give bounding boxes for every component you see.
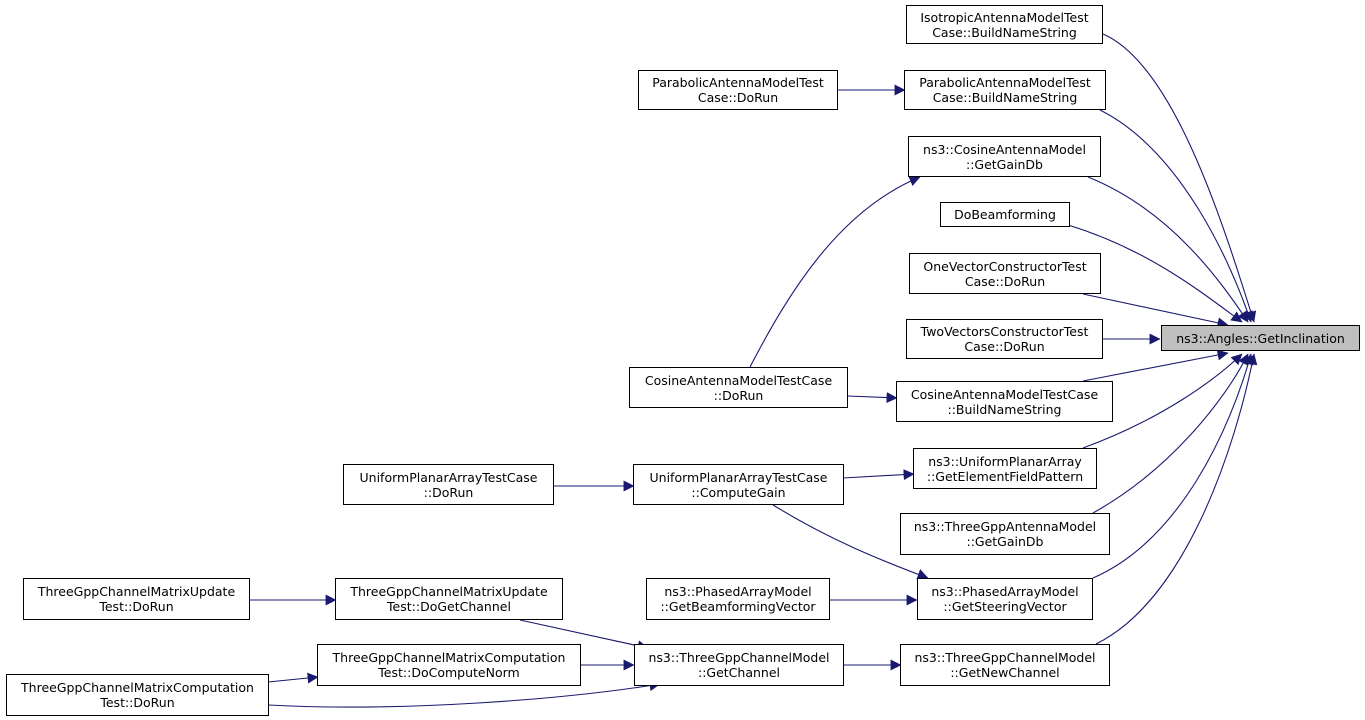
edge-cos-run-to-cos-build [847,392,898,404]
node-label-line: ::GetElementFieldPattern [926,468,1084,484]
edge-onevec-to-root [1082,293,1229,329]
node-upa-field[interactable]: ns3::UniformPlanarArray::GetElementField… [913,448,1097,489]
node-label-line: ThreeGppChannelMatrixComputation [332,650,566,665]
node-label-line: Test::DoRun [99,599,174,614]
node-cos-gain[interactable]: ns3::CosineAntennaModel::GetGainDb [908,136,1101,177]
node-chm-getch[interactable]: ns3::ThreeGppChannelModel::GetChannel [634,644,844,686]
edge-upa-compute-to-upa-field [842,469,915,481]
edge-chm-upd-get-to-chm-getch [519,619,649,652]
node-label-line: ns3::PhasedArrayModel [931,584,1079,599]
node-label-line: TwoVectorsConstructorTest [920,324,1089,339]
node-root: ns3::Angles::GetInclination [1161,325,1360,351]
node-cos-build[interactable]: CosineAntennaModelTestCase::BuildNameStr… [896,381,1113,422]
node-label-line: ::ComputeGain [691,484,786,500]
node-label-line: ns3::UniformPlanarArray [928,453,1082,469]
node-label-line: ::GetChannel [697,665,781,680]
node-pam-steer[interactable]: ns3::PhasedArrayModel::GetSteeringVector [917,578,1093,620]
node-chm-newch[interactable]: ns3::ThreeGppChannelModel::GetNewChannel [900,644,1110,686]
edge-upa-field-to-root [1082,353,1243,449]
node-label-line: ns3::PhasedArrayModel [664,584,812,599]
edge-chm-newch-to-root [1095,353,1258,645]
node-label-line: UniformPlanarArrayTestCase [649,469,828,485]
node-label-line: ThreeGppChannelMatrixUpdate [350,584,548,599]
node-upa-compute[interactable]: UniformPlanarArrayTestCase::ComputeGain [633,464,844,505]
edge-chm-comp-run-to-chm-getch [267,680,661,708]
edge-pam-steer-to-root [1092,353,1254,579]
node-label-line: Case::BuildNameString [932,24,1077,40]
edge-iso-build-to-root [1102,33,1257,323]
node-label-line: ns3::Angles::GetInclination [1176,330,1345,346]
node-label-line: Case::DoRun [697,90,779,105]
node-label-line: Case::DoRun [964,273,1046,289]
edge-cos-build-to-root [1082,349,1229,382]
node-label-line: ::BuildNameString [947,401,1062,417]
edge-upa-compute-to-pam-steer [772,504,929,580]
node-label-line: ::GetGainDb [965,156,1043,172]
node-label-line: Test::DoRun [100,695,175,710]
node-label-line: ::GetSteeringVector [943,599,1067,614]
node-label-line: ::GetGainDb [966,534,1044,549]
node-label-line: IsotropicAntennaModelTest [920,9,1089,25]
node-label-line: ns3::ThreeGppChannelModel [648,650,830,665]
node-dobeam[interactable]: DoBeamforming [940,202,1070,227]
node-label-line: DoBeamforming [954,207,1056,222]
edge-tgpp-ant-to-root [1092,353,1249,514]
node-label-line: ns3::CosineAntennaModel [923,141,1086,157]
node-label-line: ::DoRun [713,387,764,403]
node-label-line: ns3::ThreeGppChannelModel [914,650,1096,665]
node-label-line: ::DoRun [423,484,474,500]
node-label-line: ns3::ThreeGppAntennaModel [913,519,1097,534]
edge-dobeam-to-root [1067,224,1243,323]
node-label-line: ThreeGppChannelMatrixComputation [21,680,254,695]
node-label-line: Case::BuildNameString [932,90,1078,105]
node-cos-run[interactable]: CosineAntennaModelTestCase::DoRun [629,367,848,408]
edge-chm-comp-run-to-chm-comp-norm [267,672,319,684]
node-label-line: Test::DoGetChannel [387,599,511,614]
node-label-line: ParabolicAntennaModelTest [652,75,824,90]
node-label-line: ParabolicAntennaModelTest [919,75,1091,90]
edge-cos-gain-to-root [1087,176,1249,323]
node-label-line: ThreeGppChannelMatrixUpdate [37,584,236,599]
node-label-line: OneVectorConstructorTest [923,258,1087,274]
node-upa-run[interactable]: UniformPlanarArrayTestCase::DoRun [343,464,554,505]
node-label-line: Case::DoRun [964,339,1045,354]
node-label-line: ::GetBeamformingVector [660,599,816,614]
node-label-line: Test::DoComputeNorm [378,665,520,680]
edge-cos-run-to-cos-gain [749,175,921,368]
edge-para-build-to-root [1099,109,1253,323]
node-label-line: ::GetNewChannel [950,665,1060,680]
node-label-line: UniformPlanarArrayTestCase [359,469,538,485]
node-label-line: CosineAntennaModelTestCase [910,386,1099,402]
node-label-line: CosineAntennaModelTestCase [644,372,833,388]
node-pam-beam[interactable]: ns3::PhasedArrayModel::GetBeamformingVec… [646,578,830,620]
node-tgpp-ant[interactable]: ns3::ThreeGppAntennaModel::GetGainDb [900,513,1110,555]
